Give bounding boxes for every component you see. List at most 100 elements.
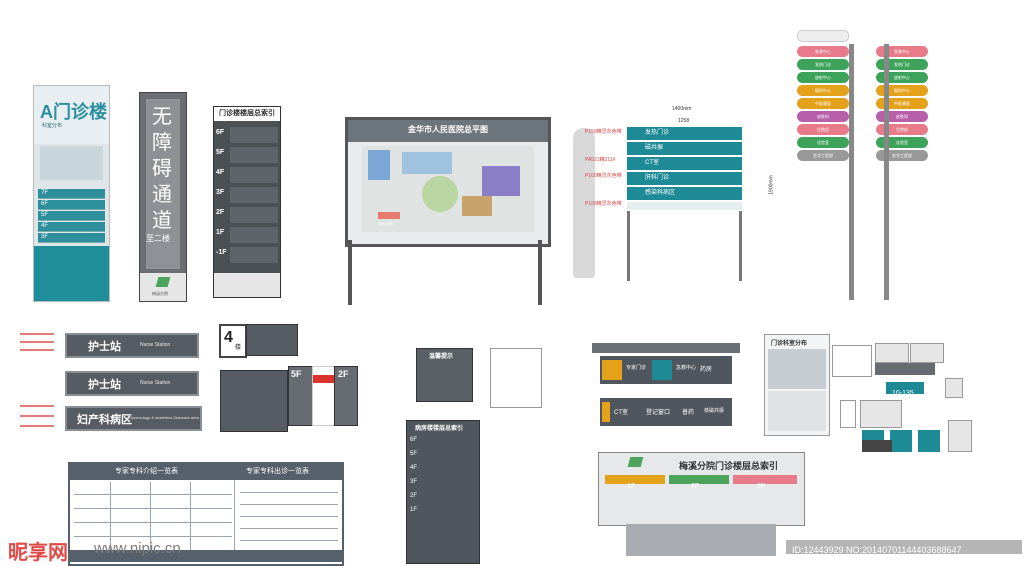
direction-label: 磁共振 <box>645 145 664 151</box>
annotation-mark <box>20 405 54 407</box>
inpatient-floor: 3F <box>410 479 418 485</box>
hanging-sign-top: 专家门诊 急救中心 药房 <box>600 356 732 384</box>
misc-door-sign <box>948 420 972 452</box>
room-sign: 护士站 Nurse Station <box>65 333 199 358</box>
totem-b-base: 梅溪分院 <box>140 273 186 301</box>
sign-post-left <box>627 211 630 281</box>
accessible-passage-totem: 无 障 碍 通 道 至二楼 梅溪分院 <box>139 92 187 302</box>
annotation-mark <box>20 415 54 417</box>
post-pole-right <box>884 44 889 300</box>
note: P150精灵灰色带 <box>585 129 622 135</box>
annotation-mark <box>20 425 54 427</box>
emergency-label: 急诊 <box>316 384 329 390</box>
totem-c-band <box>230 167 278 183</box>
totem-sign-a: A门诊楼 科室分布 7F 6F 5F 4F 3F <box>33 85 110 302</box>
direction-row: CT室 <box>627 157 742 170</box>
map-building <box>368 150 390 180</box>
arrow-up-icon <box>652 360 672 380</box>
hospital-logo-icon <box>627 457 644 467</box>
misc-strip-sign <box>875 363 935 375</box>
directional-sign-teal: 发热门诊 磁共振 CT室 肝科门诊 感染科病区 <box>627 127 742 211</box>
totem-c-floor: 3F <box>216 189 225 196</box>
post-pill: 急救中心 <box>797 46 849 57</box>
totem-a-subtitle: 科室分布 <box>42 123 63 129</box>
totem-b-char: 道 <box>152 208 172 232</box>
post-pill: 金华工程部 <box>797 150 849 161</box>
wayfinding-post-right: 急救中心 发热门诊 放射中心 眼科中心 中医康复 皮肤科 住院部 化验室 金华工… <box>876 46 928 161</box>
emergency-sign-right: 2F <box>334 366 358 426</box>
totem-b-char: 通 <box>152 182 172 206</box>
totem-a-floor-list: 7F 6F 5F 4F 3F <box>38 189 105 244</box>
totem-c-floor: -1F <box>216 249 227 256</box>
post-pill: 放射中心 <box>797 72 849 83</box>
ceiling-label: 普药 <box>682 410 695 416</box>
totem-a-floor: 5F <box>38 211 105 221</box>
note: P100精灵灰色带 <box>585 173 622 179</box>
post-pill: 发热门诊 <box>876 59 928 70</box>
floor-col-header: 1F <box>605 475 665 490</box>
grid-line <box>110 482 111 550</box>
floor-index-panel <box>220 370 288 432</box>
post-pill: 化验室 <box>876 137 928 148</box>
site-map-board: 金华市人民医院总平图 您所在位置 <box>345 117 551 247</box>
post-pill: 放射中心 <box>876 72 928 83</box>
post-pill: 中医康复 <box>876 98 928 109</box>
direction-row: 肝科门诊 <box>627 172 742 185</box>
floor-col-header: 2F <box>669 475 729 490</box>
direction-row: 磁共振 <box>627 142 742 155</box>
totem-c-base <box>214 273 280 297</box>
grid-line <box>74 522 232 523</box>
misc-door-sign <box>832 345 872 377</box>
totem-b-vertical-text: 无 障 碍 通 道 <box>150 103 174 233</box>
room-sign: 妇产科病区 Gynecology & obstetrics Diseases a… <box>65 406 202 431</box>
site-map-titlebar <box>348 120 548 142</box>
totem-c-band <box>230 187 278 203</box>
inner-dimension: 1258 <box>678 118 690 124</box>
restroom-icon <box>890 430 912 452</box>
note: P100精灵灰色带 <box>585 201 622 207</box>
annotation-mark <box>20 341 54 343</box>
totem-a-floor: 7F <box>38 189 105 199</box>
post-pole-left <box>849 44 854 300</box>
floor-index-totem: 门诊楼楼层总索引 6F 5F 4F 3F 2F 1F -1F <box>213 106 281 298</box>
direction-label: 感染科病区 <box>645 190 676 196</box>
totem-b-base-label: 梅溪分院 <box>152 291 168 296</box>
misc-door-sign <box>875 343 909 363</box>
inpatient-index-totem: 病房楼楼层总索引 6F 5F 4F 3F 2F 1F <box>406 420 480 564</box>
site-map-drawing <box>362 146 534 232</box>
grid-line <box>74 536 232 537</box>
floor-col-label: 1F <box>627 483 636 490</box>
watermark-brand: 昵享网 <box>8 542 68 564</box>
ceiling-label: 核磁共振 <box>704 408 725 414</box>
dept-distribution-bottom <box>768 391 826 431</box>
totem-c-floor: 2F <box>216 209 225 216</box>
site-map-title: 金华市人民医院总平图 <box>408 125 488 134</box>
grid-line <box>190 482 191 550</box>
misc-door-sign <box>945 378 963 398</box>
grid-line <box>240 516 338 517</box>
emergency-sign-left: 5F <box>288 366 314 426</box>
misc-door-sign <box>860 400 902 428</box>
room-sign-en: Gynecology & obstetrics Diseases area <box>129 415 199 420</box>
notice-board: 温馨提示 <box>416 348 473 402</box>
width-dimension: 1400mm <box>672 106 692 112</box>
wayfinding-post-left: 急救中心 发热门诊 放射中心 眼科中心 中医康复 皮肤科 住院部 化验室 金华工… <box>797 46 849 161</box>
floor-col-label: 2F <box>691 483 700 490</box>
note: PA521精211# <box>585 157 616 163</box>
room-sign-cn: 妇产科病区 <box>77 414 132 426</box>
totem-a-floor: 6F <box>38 200 105 210</box>
totem-b-char: 碍 <box>152 156 172 180</box>
map-building <box>482 166 520 196</box>
expert-table-board: 专家专科介绍一览表 专家专科出诊一览表 <box>68 462 344 566</box>
totem-a-floorplan <box>40 146 103 180</box>
watermark-id-bar: ID:12443929 NO:20140701144403688647 <box>786 540 1022 555</box>
grid-line <box>150 482 151 550</box>
annotation-mark <box>20 349 54 351</box>
room-sign-cn: 护士站 <box>88 341 121 353</box>
direction-row: 发热门诊 <box>627 127 742 140</box>
room-sign: 护士站 Nurse Station <box>65 371 199 396</box>
small-room-signs <box>490 348 542 408</box>
post-pill: 金华工程部 <box>876 150 928 161</box>
small-index-panel <box>246 324 298 356</box>
expert-table-header: 专家专科介绍一览表 专家专科出诊一览表 <box>70 464 342 480</box>
